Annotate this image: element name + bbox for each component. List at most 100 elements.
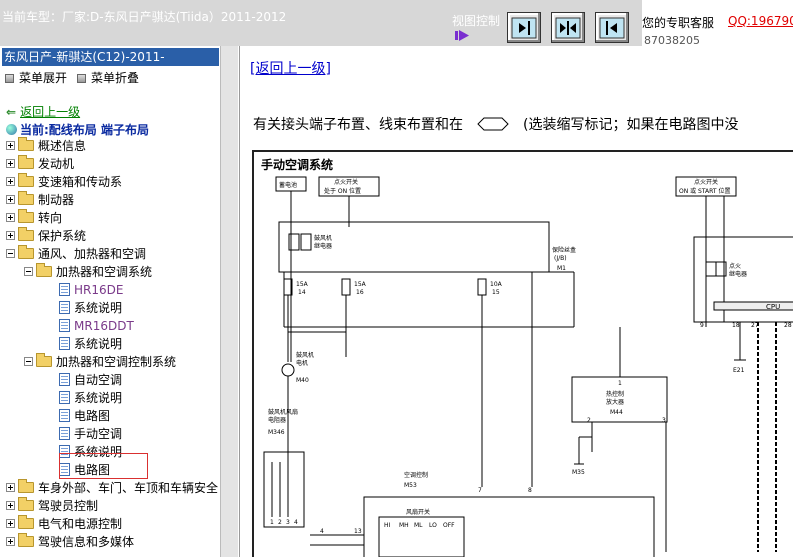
tree-item-driver-controls[interactable]: 驾驶员控制 [6, 497, 98, 515]
document-icon [59, 319, 70, 332]
fuse-box-label-1: 保险丝盒 [552, 246, 576, 254]
plus-icon[interactable] [6, 159, 15, 168]
blower-motor-label-1: 鼓风机 [296, 351, 314, 359]
tree-item-mr16ddt[interactable]: MR16DDT [59, 317, 134, 335]
pane-divider[interactable] [220, 46, 238, 557]
tree-item-system-desc-3[interactable]: 系统说明 [59, 389, 122, 407]
return-link[interactable]: [返回上一级] [250, 61, 331, 77]
ign-start-label-2: ON 或 START 位置 [679, 187, 730, 195]
tree-item-engine[interactable]: 发动机 [6, 155, 74, 173]
tree-item-protection[interactable]: 保护系统 [6, 227, 86, 245]
fan-resistor-box [263, 451, 305, 528]
document-icon [59, 427, 70, 440]
plus-icon[interactable] [6, 519, 15, 528]
bottom-pin-2: 2 [278, 519, 282, 526]
ign-relay-label-2: 继电器 [729, 270, 747, 278]
service-qq-link[interactable]: QQ:196790 [728, 14, 793, 28]
pin-1-thermal: 1 [618, 380, 622, 387]
plus-icon[interactable] [6, 483, 15, 492]
view-split-button[interactable] [551, 12, 585, 43]
tree-item-brakes[interactable]: 制动器 [6, 191, 74, 209]
tree-item-heater-ac-system[interactable]: 加热器和空调系统 [24, 263, 152, 281]
fan-res-label-1: 鼓风机风扇 [268, 408, 298, 416]
wiring-diagram: 手动空调系统 [252, 150, 793, 557]
pin-8: 8 [528, 487, 532, 494]
switch-hi: HI [384, 522, 391, 529]
fuse-15a-16 [341, 278, 351, 296]
tree-item-manual-ac[interactable]: 手动空调 [59, 425, 122, 443]
tree-item-system-desc-4[interactable]: 系统说明 [59, 443, 122, 461]
m35-conn: M35 [572, 469, 585, 476]
plus-icon[interactable] [6, 195, 15, 204]
bottom-pin-4: 4 [294, 519, 298, 526]
folder-icon [18, 533, 34, 547]
minus-icon[interactable] [24, 357, 33, 366]
hexagon-icon [477, 117, 509, 131]
relay-coil [288, 233, 300, 251]
bottom-pin-3: 3 [286, 519, 290, 526]
e21-conn: E21 [733, 367, 745, 374]
wiring-diagram-svg: 蓄电池 点火开关 处于 ON 位置 点火开关 ON 或 START 位置 鼓风机… [263, 176, 793, 557]
tree-item-wiring-diagram-1[interactable]: 电路图 [59, 407, 110, 425]
switch-off: OFF [443, 522, 455, 529]
bottom-pin-1: 1 [270, 519, 274, 526]
folder-icon [18, 173, 34, 187]
tree-item-electrical[interactable]: 电气和电源控制 [6, 515, 122, 533]
tree-item-heater-ac-control[interactable]: 加热器和空调控制系统 [24, 353, 176, 371]
back-link[interactable]: ⇐返回上一级 [6, 105, 81, 119]
folder-icon [18, 497, 34, 511]
pin-9: 9 [700, 322, 704, 329]
back-arrow-icon: ⇐ [6, 105, 17, 119]
cpu-label: CPU [766, 303, 780, 311]
plus-icon[interactable] [6, 213, 15, 222]
collapse-all-button[interactable]: 菜单折叠 [77, 69, 139, 86]
pin-13: 13 [354, 528, 362, 535]
collapse-icon [77, 74, 86, 83]
plus-icon[interactable] [6, 177, 15, 186]
fuse3-number: 15 [492, 289, 500, 296]
tree-item-hr16de[interactable]: HR16DE [59, 281, 123, 299]
navigation-pane: 东风日产-新骐达(C12)-2011- 菜单展开 菜单折叠 ⇐返回上一级 当前:… [0, 46, 240, 557]
blower-relay-label-1: 鼓风机 [314, 234, 332, 242]
service-label: 您的专职客服 [642, 16, 715, 30]
top-bar: 当前车型：厂家:D-东风日产骐达(Tiida）2011-2012 视图控制 您的… [0, 0, 793, 47]
document-icon [59, 373, 70, 386]
ign-on-label-2: 处于 ON 位置 [324, 187, 361, 195]
fuse2-number: 16 [356, 289, 364, 296]
folder-open-icon [18, 245, 34, 259]
tree-item-auto-ac[interactable]: 自动空调 [59, 371, 122, 389]
switch-lo: LO [429, 522, 437, 529]
battery-label: 蓄电池 [279, 181, 297, 189]
minus-icon[interactable] [24, 267, 33, 276]
plus-icon[interactable] [6, 501, 15, 510]
tree-item-system-desc-2[interactable]: 系统说明 [59, 335, 122, 353]
ac-control-box [363, 496, 655, 557]
plus-icon[interactable] [6, 141, 15, 150]
blower-relay-label-2: 继电器 [314, 242, 332, 250]
view-arrow-icon [455, 30, 469, 41]
view-left-panel-button[interactable] [595, 12, 629, 43]
fan-res-label-2: 电阻器 [268, 416, 286, 424]
tree-item-transmission[interactable]: 变速箱和传动系 [6, 173, 122, 191]
ac-ctrl-label: 空调控制 [404, 471, 428, 479]
current-location: 当前:配线布局 端子布局 [6, 121, 149, 138]
plus-icon[interactable] [6, 231, 15, 240]
expand-all-button[interactable]: 菜单展开 [5, 69, 67, 86]
document-icon [59, 337, 70, 350]
thermal-label-1: 热控制 [606, 390, 624, 398]
tree-item-multimedia[interactable]: 驾驶信息和多媒体 [6, 533, 134, 551]
expand-left-icon [599, 17, 625, 39]
m44-conn: M44 [610, 409, 623, 416]
pin-27: 27 [751, 322, 759, 329]
tree-item-hvac[interactable]: 通风、加热器和空调 [6, 245, 146, 263]
tree-item-steering[interactable]: 转向 [6, 209, 62, 227]
ign-on-label-1: 点火开关 [334, 178, 358, 186]
tree-item-system-desc-1[interactable]: 系统说明 [59, 299, 122, 317]
tree-item-wiring-diagram-2[interactable]: 电路图 [59, 461, 110, 479]
tree-item-body-exterior[interactable]: 车身外部、车门、车顶和车辆安全 [6, 479, 218, 497]
tree-item-overview[interactable]: 概述信息 [6, 137, 86, 155]
view-right-panel-button[interactable] [507, 12, 541, 43]
minus-icon[interactable] [6, 249, 15, 258]
folder-icon [18, 479, 34, 493]
plus-icon[interactable] [6, 537, 15, 546]
